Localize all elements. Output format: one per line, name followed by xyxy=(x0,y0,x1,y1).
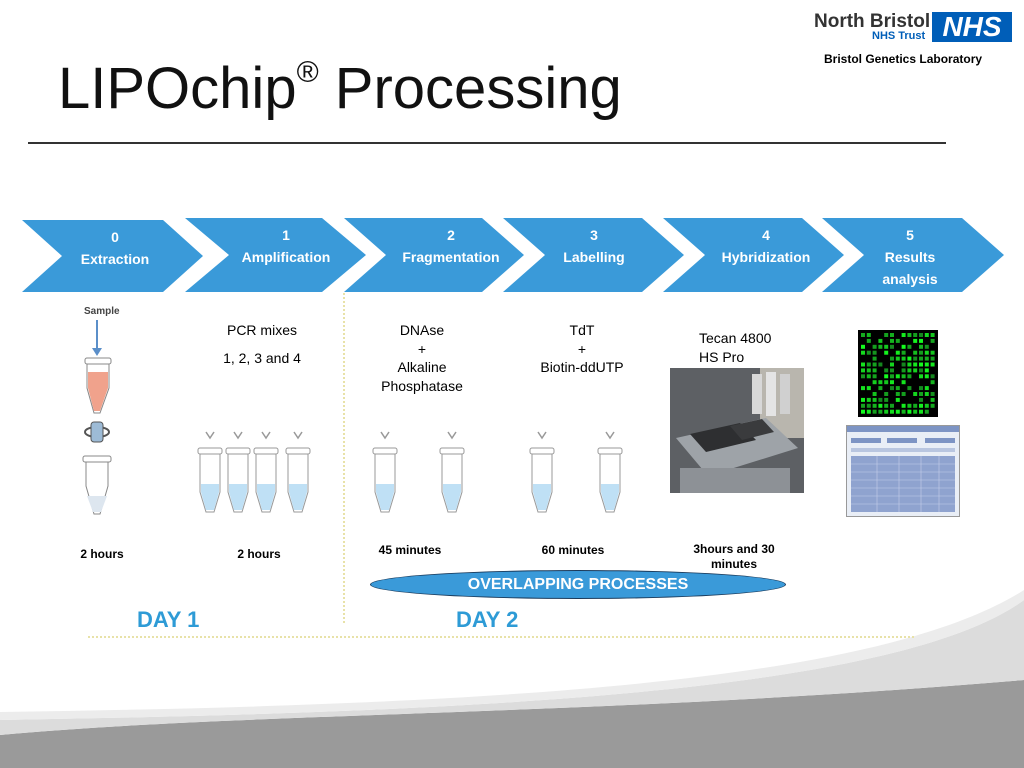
amplification-reagent-line1: PCR mixes xyxy=(226,322,297,338)
fragmentation-reagent-line2: + xyxy=(417,341,427,357)
hybridization-instrument-line1: Tecan 4800 xyxy=(699,330,772,346)
step-5-label: 5 Results analysis xyxy=(835,224,985,290)
step-0-name: Extraction xyxy=(80,251,150,267)
tube-icon xyxy=(285,431,311,513)
hybridization-instrument-line2: HS Pro xyxy=(699,349,745,365)
step-3-label: 3 Labelling xyxy=(519,224,669,268)
title-main: LIPOchip xyxy=(58,56,297,121)
nhs-logo: NHS xyxy=(932,12,1012,42)
labelling-reagent-line2: + xyxy=(577,341,587,357)
labelling-reagent-line3: Biotin-ddUTP xyxy=(540,359,624,375)
step-2-name: Fragmentation xyxy=(402,249,500,265)
step-1-number: 1 xyxy=(282,227,290,243)
chevron-step-2 xyxy=(344,218,524,292)
day-1-label: DAY 1 xyxy=(137,607,200,632)
step-2-number: 2 xyxy=(447,227,455,243)
fragmentation-reagent-line1: DNAse xyxy=(399,322,445,338)
labelling-reagent-line1: TdT xyxy=(569,322,595,338)
step-4-label: 4 Hybridization xyxy=(691,224,841,268)
sample-label: Sample xyxy=(84,306,120,317)
duration-hybridization-line2: minutes xyxy=(710,557,757,571)
amplification-reagent-line2: 1, 2, 3 and 4 xyxy=(223,350,301,366)
results-software-screenshot xyxy=(846,425,960,517)
fragmentation-reagent-line3: Alkaline xyxy=(397,359,447,375)
step-2-label: 2 Fragmentation xyxy=(376,224,526,268)
step-4-number: 4 xyxy=(762,227,770,243)
extraction-tube-diagram xyxy=(82,320,112,515)
chevron-step-4 xyxy=(663,218,844,292)
registered-mark: ® xyxy=(296,56,319,89)
tube-icon xyxy=(225,431,251,513)
step-3-number: 3 xyxy=(590,227,598,243)
lab-name: Bristol Genetics Laboratory xyxy=(824,52,983,66)
duration-fragmentation: 45 minutes xyxy=(378,543,442,557)
logo-org-name: North Bristol xyxy=(814,11,931,32)
duration-extraction: 2 hours xyxy=(80,547,124,561)
chevron-step-1 xyxy=(185,218,366,292)
logo-trust-name: NHS Trust xyxy=(872,30,926,42)
title-divider xyxy=(28,142,946,144)
step-0-number: 0 xyxy=(111,229,119,245)
hybridization-station-photo xyxy=(670,368,804,493)
step-5-name: Results xyxy=(884,249,936,265)
step-3-name: Labelling xyxy=(563,249,625,265)
duration-labelling: 60 minutes xyxy=(541,543,605,557)
chevron-step-0 xyxy=(22,220,203,292)
microarray-scan-image xyxy=(858,330,938,417)
tube-icon xyxy=(529,431,555,513)
chevron-step-3 xyxy=(503,218,684,292)
duration-amplification: 2 hours xyxy=(237,547,281,561)
page-title: LIPOchip® Processing xyxy=(58,58,622,118)
day-separator-line xyxy=(343,293,345,623)
fragmentation-reagent-line4: Phosphatase xyxy=(381,378,463,394)
duration-hybridization-line1: 3hours and 30 xyxy=(693,542,775,556)
step-0-label: 0 Extraction xyxy=(40,226,190,270)
tube-icon xyxy=(597,431,623,513)
title-rest: Processing xyxy=(318,56,622,121)
step-4-name: Hybridization xyxy=(721,249,811,265)
overlapping-processes-banner: OVERLAPPING PROCESSES xyxy=(370,570,786,599)
timeline-dotted-line xyxy=(88,636,914,638)
tube-icon xyxy=(372,431,398,513)
day-2-label: DAY 2 xyxy=(456,607,519,632)
step-5-extra: analysis xyxy=(882,271,938,287)
step-5-number: 5 xyxy=(906,227,914,243)
tube-icon xyxy=(253,431,279,513)
step-1-name: Amplification xyxy=(241,249,331,265)
reaction-tubes xyxy=(197,431,623,513)
tube-icon xyxy=(439,431,465,513)
tube-icon xyxy=(197,431,223,513)
step-1-label: 1 Amplification xyxy=(211,224,361,268)
chevron-step-5 xyxy=(822,218,1004,292)
